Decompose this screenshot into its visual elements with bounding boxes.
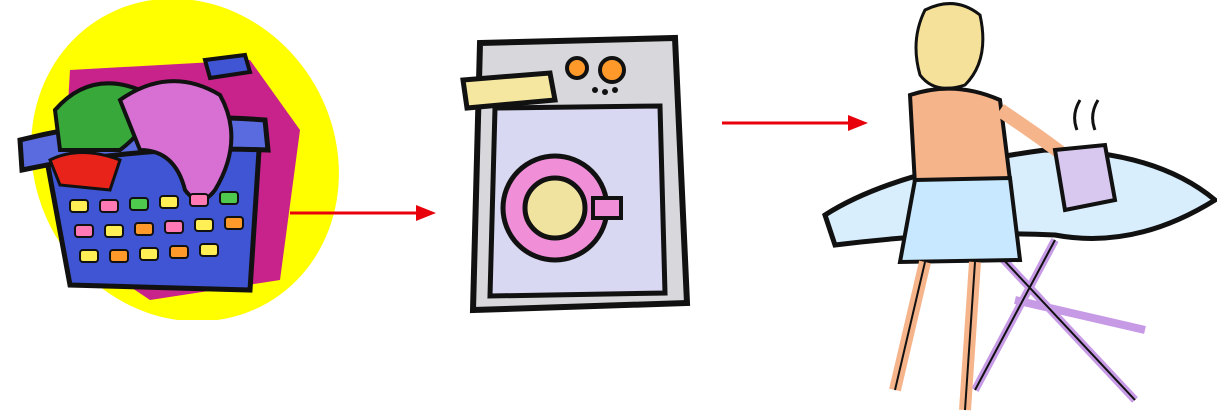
washing-machine-icon <box>455 28 700 318</box>
woman-ironing-icon <box>815 0 1217 414</box>
laundry-basket-icon <box>0 0 340 320</box>
arrow-right-icon <box>288 198 438 228</box>
